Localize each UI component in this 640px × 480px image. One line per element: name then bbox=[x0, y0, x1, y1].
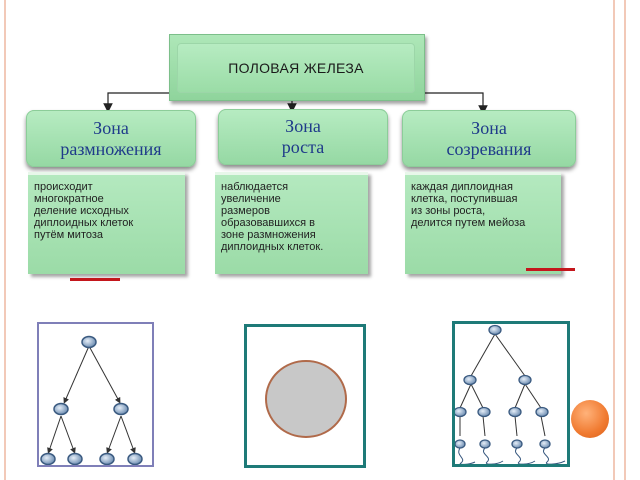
meiosis-tree-with-sperm bbox=[452, 321, 570, 467]
orange-circle-icon bbox=[571, 400, 609, 438]
zone-reproduction-header: Зона размножения bbox=[26, 110, 196, 167]
mitosis-division-tree bbox=[37, 322, 154, 467]
right-border-line-1 bbox=[613, 0, 615, 480]
left-border-line bbox=[4, 0, 6, 480]
diagram-title: ПОЛОВАЯ ЖЕЛЕЗА bbox=[177, 43, 415, 93]
mitosis-tree-graphic bbox=[40, 335, 143, 465]
zone-maturation-header: Зона созревания bbox=[402, 110, 576, 167]
red-underline-right bbox=[526, 268, 575, 271]
zone-reproduction-description: происходит многократное деление исходных… bbox=[28, 172, 185, 274]
red-underline-left bbox=[70, 278, 120, 281]
zone-maturation-description: каждая диплоидная клетка, поступившая из… bbox=[405, 172, 561, 274]
zone-growth-header: Зона роста bbox=[218, 109, 388, 165]
large-cell-graphic bbox=[265, 360, 347, 438]
growing-cell bbox=[244, 324, 366, 468]
zone-growth-description: наблюдается увеличение размеров образова… bbox=[215, 172, 368, 274]
meiosis-tree-graphic bbox=[455, 324, 566, 464]
right-border-line-2 bbox=[624, 0, 626, 480]
